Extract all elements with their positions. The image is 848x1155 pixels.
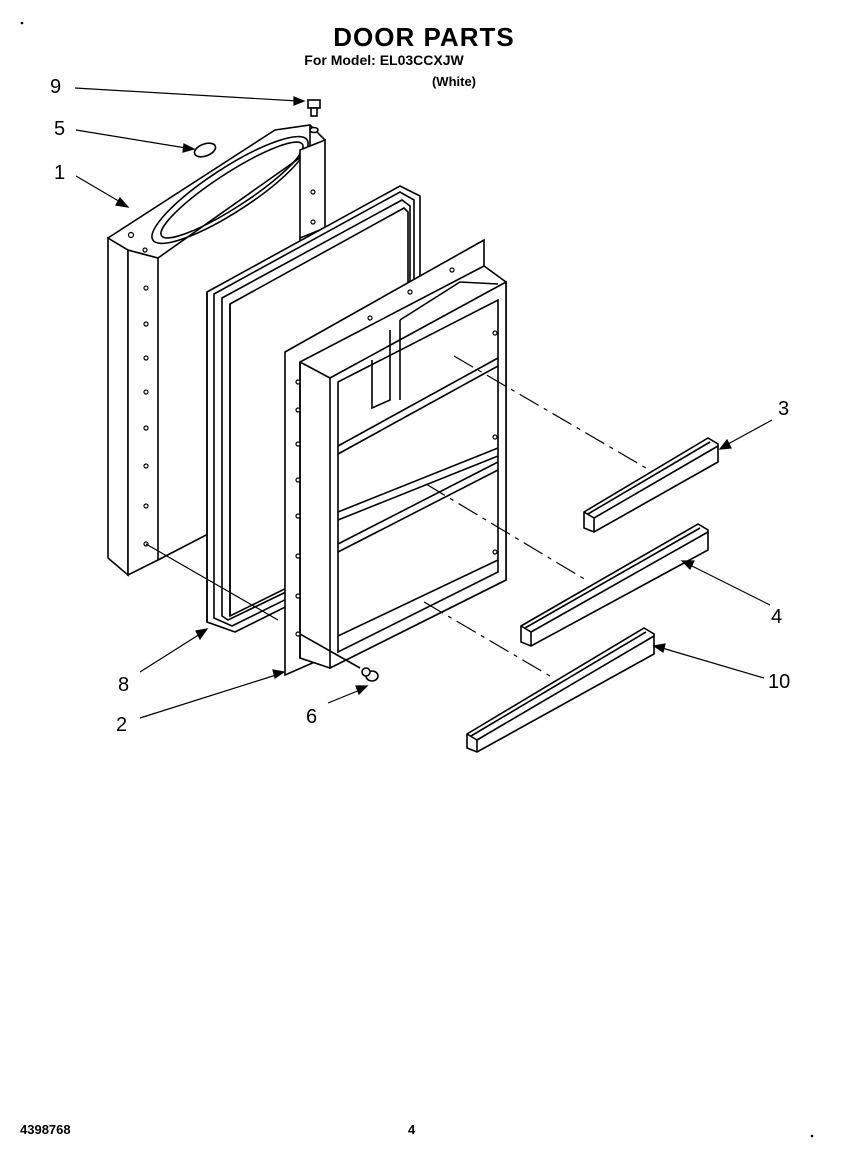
callout-4: 4 <box>771 606 783 628</box>
shelf-bar-4 <box>520 523 709 647</box>
bottom-screw-icon <box>299 633 379 682</box>
top-screw-icon <box>307 99 321 134</box>
doc-number: 4398768 <box>20 1122 71 1137</box>
outer-door-panel <box>106 124 327 577</box>
callout-8: 8 <box>118 674 130 696</box>
callout-5: 5 <box>54 118 66 140</box>
plug-icon <box>193 142 217 158</box>
page-number: 4 <box>408 1122 416 1137</box>
callout-10: 10 <box>768 671 791 693</box>
door-liner <box>284 238 507 677</box>
callout-9: 9 <box>50 76 62 98</box>
color-line: (White) <box>431 74 477 89</box>
callout-2: 2 <box>116 714 128 736</box>
page-title: DOOR PARTS <box>333 22 515 52</box>
callout-1: 1 <box>54 162 66 184</box>
shelf-bar-3 <box>583 437 719 533</box>
shelf-bar-10 <box>466 627 655 753</box>
assembly-lines <box>145 355 647 677</box>
model-line: For Model: EL03CCXJW <box>304 52 464 68</box>
leader-lines <box>74 87 773 719</box>
callout-6: 6 <box>306 706 318 728</box>
callout-3: 3 <box>778 398 790 420</box>
